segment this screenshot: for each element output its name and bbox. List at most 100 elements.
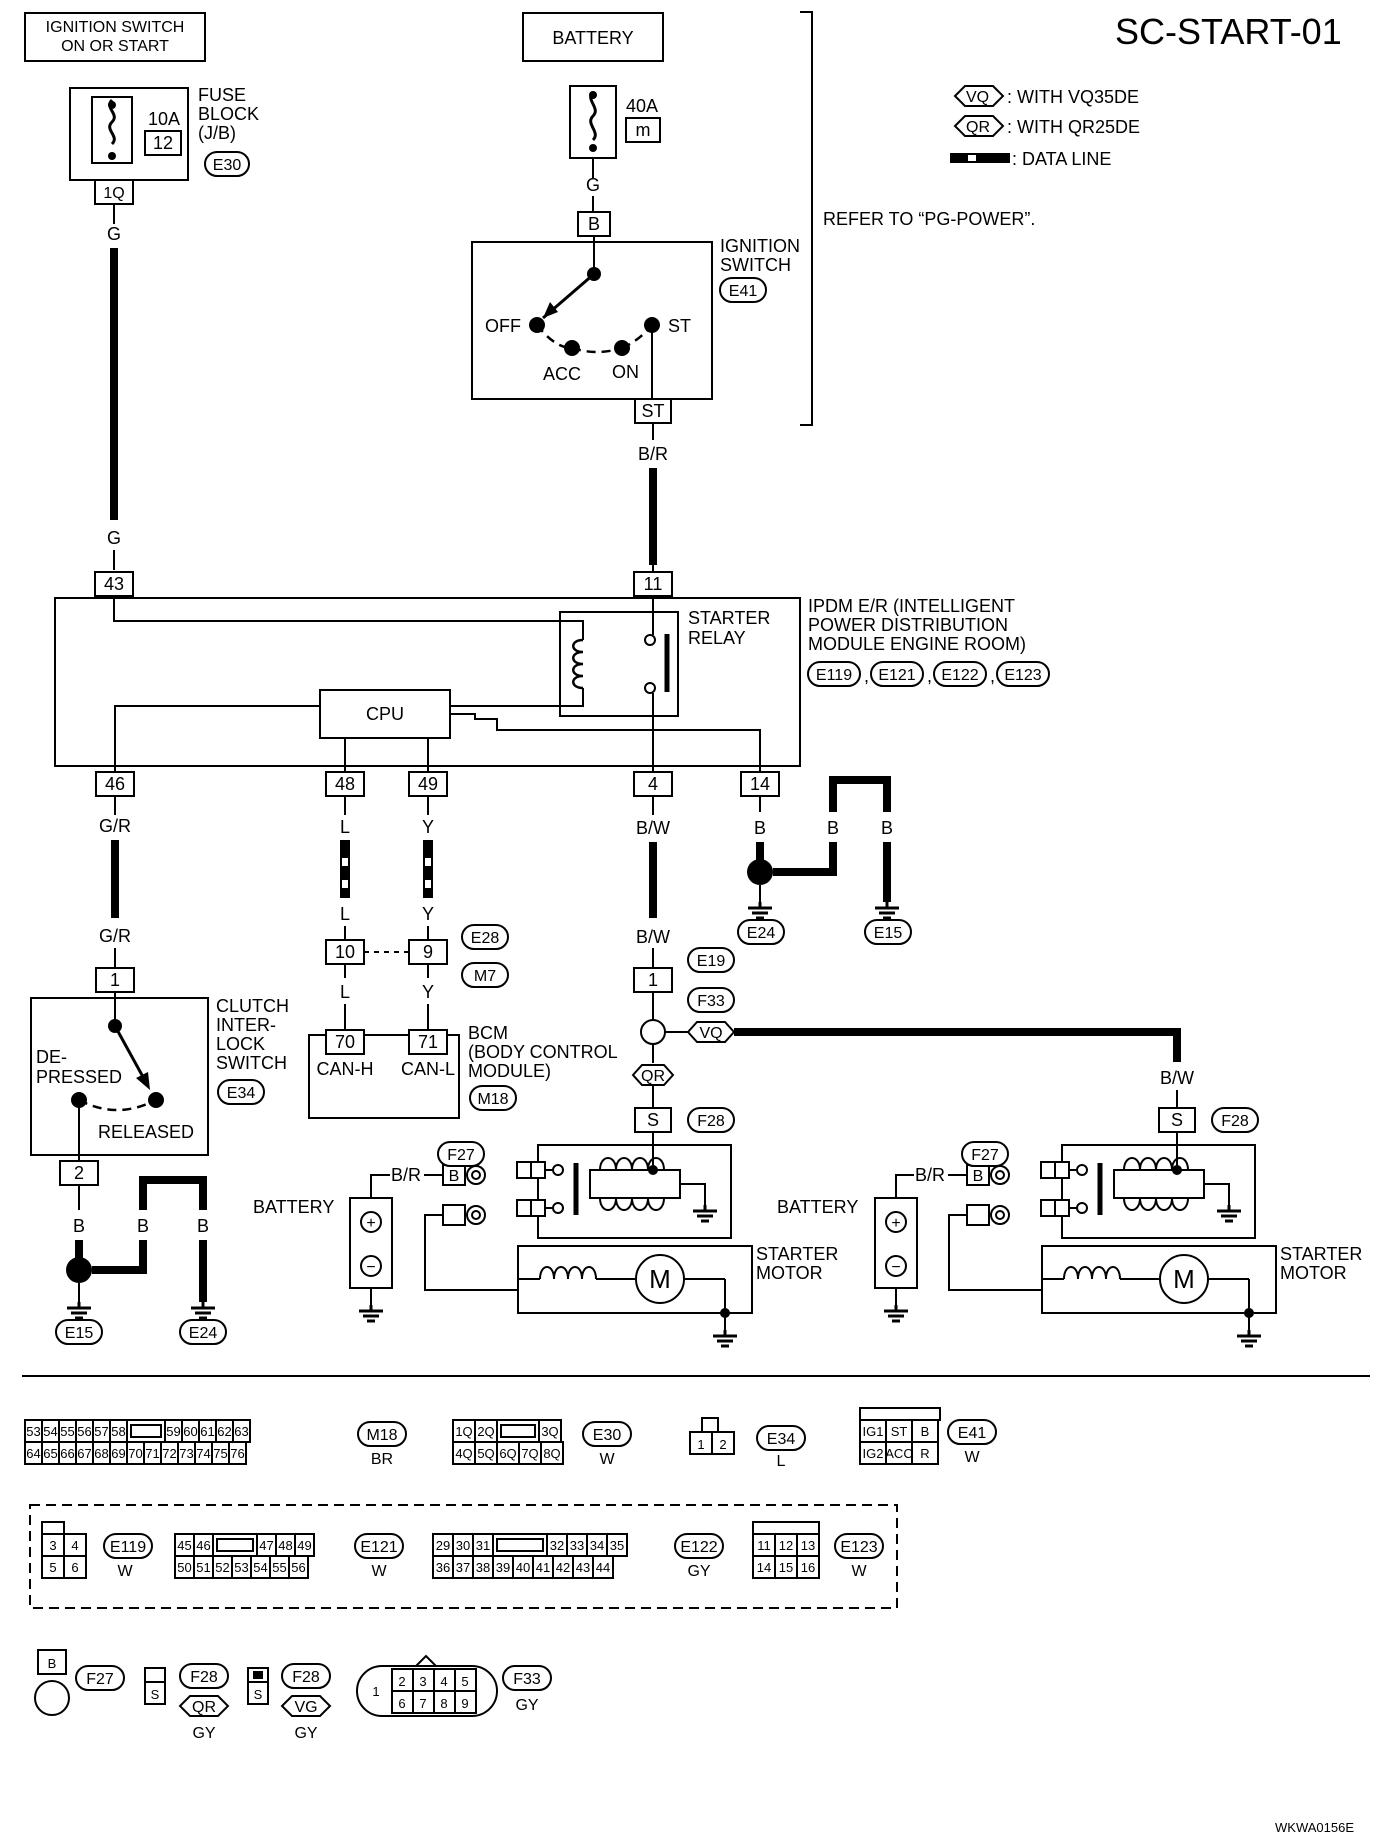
cv-e30-pin-8Q: 8Q: [543, 1446, 560, 1461]
cv-e121-pin-52: 52: [215, 1560, 229, 1575]
starter-vq-motor-symbol: M: [1173, 1264, 1195, 1294]
joint-conn-m7: M7: [474, 968, 496, 985]
cv-m18-pin-70: 70: [128, 1446, 142, 1461]
bcm-conn-m18: M18: [477, 1091, 508, 1108]
joint-pin-9: 9: [423, 942, 433, 962]
clutch-pin-1: 1: [110, 970, 120, 990]
cv-e122-pin-34: 34: [590, 1538, 604, 1553]
starter-vq-br: B/R: [915, 1165, 945, 1185]
legend-vq-tag: VQ: [966, 89, 989, 106]
cv-e30-pin-6Q: 6Q: [499, 1446, 516, 1461]
cv-m18-pin-56: 56: [77, 1424, 91, 1439]
ignition-source-line1: IGNITION SWITCH: [46, 19, 185, 36]
joint-pin-10: 10: [335, 942, 355, 962]
cv-e122-pin-39: 39: [496, 1560, 510, 1575]
cv-f33-id: F33: [513, 1671, 541, 1688]
ign-terminal-st: ST: [641, 401, 664, 421]
cv-e121-pin-46: 46: [196, 1538, 210, 1553]
ipdm-label-3: MODULE ENGINE ROOM): [808, 634, 1026, 654]
cv-e121-pin-53: 53: [234, 1560, 248, 1575]
wire-color-b-e24-link: B: [827, 818, 839, 838]
footer-code: WKWA0156E: [1275, 1820, 1354, 1835]
cv-e122-pin-43: 43: [576, 1560, 590, 1575]
battery-fuse-letter: m: [636, 120, 651, 140]
ipdm-term-43: 43: [104, 574, 124, 594]
cv-e122-pin-33: 33: [570, 1538, 584, 1553]
cv-e122-pin-36: 36: [436, 1560, 450, 1575]
wire-color-br: B/R: [638, 444, 668, 464]
branch-vq-tag: VQ: [699, 1025, 722, 1042]
svg-text:,: ,: [990, 666, 995, 686]
cv-e41-color: W: [964, 1449, 980, 1466]
cv-f28-qr-id: F28: [190, 1669, 218, 1686]
cv-e123-pin-15: 15: [779, 1560, 793, 1575]
cv-e41-pin-B: B: [921, 1424, 930, 1439]
cv-f28-vq-tag: VG: [294, 1699, 317, 1716]
ign-terminal-b: B: [588, 214, 600, 234]
cv-f33-pin-8: 8: [440, 1696, 447, 1711]
wire-color-b-clutch-e24: B: [197, 1216, 209, 1236]
bcm-label-1: BCM: [468, 1023, 508, 1043]
branch-qr-tag: QR: [641, 1068, 665, 1085]
wire-color-b-clutch-link: B: [137, 1216, 149, 1236]
svg-text:,: ,: [927, 666, 932, 686]
ign-pos-acc: ACC: [543, 364, 581, 384]
cv-m18-pin-58: 58: [111, 1424, 125, 1439]
cv-e30-pin-5Q: 5Q: [477, 1446, 494, 1461]
cv-f28-vq-pin: S: [254, 1687, 263, 1702]
legend-qr-text: : WITH QR25DE: [1007, 117, 1140, 137]
cv-m18-pin-55: 55: [60, 1424, 74, 1439]
cv-f33-pin-9: 9: [461, 1696, 468, 1711]
battery-source-box: [522, 12, 664, 62]
fuse-block: 10A 12 FUSE BLOCK (J/B) E30 1Q: [69, 85, 259, 205]
wire-color-y-2: Y: [422, 904, 434, 924]
clutch-pin-2: 2: [74, 1163, 84, 1183]
wire-color-bw-1: B/W: [636, 818, 670, 838]
wire-color-g-battery: G: [586, 175, 600, 195]
starter-qr-f27: F27: [447, 1147, 475, 1164]
ign-label-1: IGNITION: [720, 236, 800, 256]
cv-e30-color: W: [599, 1451, 615, 1468]
cv-m18-pin-53: 53: [26, 1424, 40, 1439]
ignition-source-line2: ON OR START: [61, 38, 169, 55]
cv-e41-pin-ST: ST: [891, 1424, 908, 1439]
starter-vq-b-terminal: B: [973, 1168, 984, 1185]
starter-motor-vq: S F28 M STARTER MOTOR + − BATTERY: [777, 1107, 1362, 1348]
starter-vq-f27: F27: [971, 1147, 999, 1164]
ipdm-label-2: POWER DISTRIBUTION: [808, 615, 1008, 635]
ipdm-term-48: 48: [335, 774, 355, 794]
wire-color-g-2: G: [107, 528, 121, 548]
starter-qr-battery-minus: −: [366, 1259, 375, 1276]
cv-e34-color: L: [777, 1453, 786, 1470]
cv-e123-pin-16: 16: [801, 1560, 815, 1575]
wire-color-b-clutch: B: [73, 1216, 85, 1236]
clutch-conn-e34: E34: [227, 1085, 256, 1102]
fuse-rating: 10A: [148, 109, 180, 129]
cv-e34-id: E34: [767, 1431, 796, 1448]
cv-e121-pin-50: 50: [177, 1560, 191, 1575]
cv-f33-pin-3: 3: [419, 1674, 426, 1689]
cv-m18-pin-57: 57: [94, 1424, 108, 1439]
cv-m18-pin-68: 68: [94, 1446, 108, 1461]
cv-f28-vq-color: GY: [294, 1725, 317, 1742]
ipdm-conn-e122: E122: [941, 667, 978, 684]
cv-f28-vq-id: F28: [292, 1669, 320, 1686]
cv-e30-pin-2Q: 2Q: [477, 1424, 494, 1439]
cv-m18-pin-61: 61: [200, 1424, 214, 1439]
cv-e122-pin-40: 40: [516, 1560, 530, 1575]
starter-vq-battery-minus: −: [891, 1259, 900, 1276]
starter-qr-label-1: STARTER: [756, 1244, 838, 1264]
starter-qr-battery-plus: +: [366, 1215, 375, 1232]
ipdm-term-14: 14: [750, 774, 770, 794]
fuse-block-label-2: BLOCK: [198, 104, 259, 124]
cv-e34-pin-2: 2: [719, 1437, 726, 1452]
ipdm-label-1: IPDM E/R (INTELLIGENT: [808, 596, 1015, 616]
relay-label-1: STARTER: [688, 608, 770, 628]
wire-color-b-e15-link: B: [881, 818, 893, 838]
cv-m18-id: M18: [366, 1427, 397, 1444]
cv-e30-id: E30: [593, 1427, 622, 1444]
ign-pos-st: ST: [668, 316, 691, 336]
cv-f28-qr-color: GY: [192, 1725, 215, 1742]
cv-e119-color: W: [117, 1563, 133, 1580]
cv-m18-pin-71: 71: [145, 1446, 159, 1461]
